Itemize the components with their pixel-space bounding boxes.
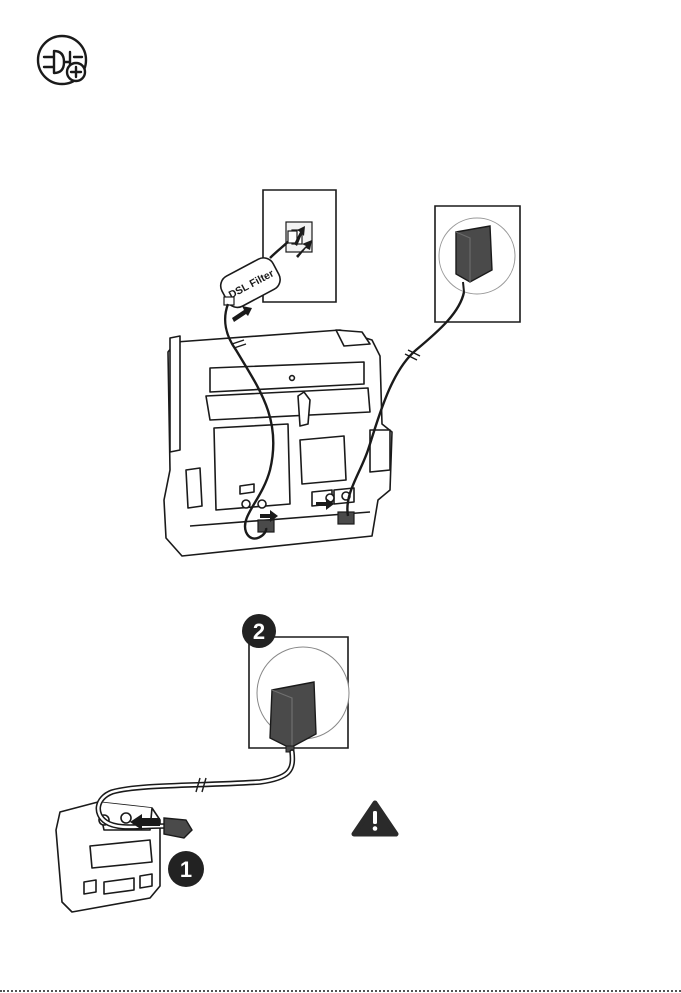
step-1-number: 1 [180, 857, 192, 882]
page-bottom-rule [0, 990, 681, 992]
telephone-base-icon [164, 330, 392, 556]
plug-connect-icon [38, 36, 86, 84]
cradle-plug [164, 818, 192, 838]
step-2-badge: 2 [242, 614, 276, 648]
step-1-badge: 1 [168, 851, 204, 887]
power-plug [338, 512, 354, 524]
warning-icon [354, 803, 396, 834]
step-2-number: 2 [253, 619, 265, 644]
